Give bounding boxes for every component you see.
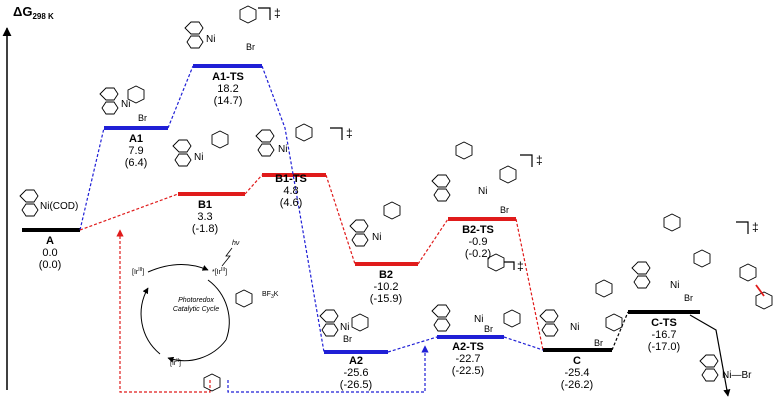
svg-text:[IrII]: [IrII] bbox=[170, 358, 181, 367]
svg-text:Ni: Ni bbox=[278, 144, 287, 155]
ts-symbols: ‡ ‡ ‡ ‡ ‡ bbox=[274, 6, 759, 273]
svg-text:(-15.9): (-15.9) bbox=[370, 293, 402, 305]
svg-text:(14.7): (14.7) bbox=[214, 95, 243, 107]
svg-text:(-22.5): (-22.5) bbox=[452, 365, 484, 377]
label-B2: B2 -10.2 (-15.9) bbox=[370, 269, 402, 305]
svg-text:A2-TS: A2-TS bbox=[452, 341, 484, 353]
svg-text:7.9: 7.9 bbox=[128, 145, 143, 157]
svg-text:Ni: Ni bbox=[194, 152, 203, 163]
svg-text:(0.0): (0.0) bbox=[39, 259, 62, 271]
svg-text:Ni: Ni bbox=[206, 34, 215, 45]
svg-text:Ni: Ni bbox=[478, 186, 487, 197]
svg-text:(4.6): (4.6) bbox=[280, 197, 303, 209]
svg-text:C: C bbox=[573, 355, 581, 367]
product-bond bbox=[755, 284, 765, 297]
svg-text:Br: Br bbox=[684, 293, 693, 303]
svg-text:(-26.2): (-26.2) bbox=[561, 379, 593, 391]
label-A2TS: A2-TS -22.7 (-22.5) bbox=[452, 341, 484, 377]
svg-text:3.3: 3.3 bbox=[197, 211, 212, 223]
label-A: A 0.0 (0.0) bbox=[39, 235, 62, 271]
svg-text:-0.9: -0.9 bbox=[469, 236, 488, 248]
svg-text:Photoredox: Photoredox bbox=[178, 297, 214, 304]
svg-text:Ni: Ni bbox=[570, 322, 579, 333]
metal-labels: Ni(COD) Ni Br Ni Br Ni Ni Ni Ni Br Ni Br… bbox=[40, 34, 752, 381]
svg-text:(-0.2): (-0.2) bbox=[465, 248, 491, 260]
svg-text:Br: Br bbox=[594, 338, 603, 348]
svg-text:A2: A2 bbox=[349, 355, 363, 367]
label-A2: A2 -25.6 (-26.5) bbox=[340, 355, 372, 391]
svg-text:Br: Br bbox=[484, 324, 493, 334]
svg-text:C-TS: C-TS bbox=[651, 317, 677, 329]
svg-text:BF3K: BF3K bbox=[262, 291, 279, 300]
svg-text:*[IrIII]: *[IrIII] bbox=[212, 267, 227, 276]
product-arrow bbox=[689, 314, 731, 397]
svg-text:-16.7: -16.7 bbox=[651, 329, 676, 341]
svg-text:(-1.8): (-1.8) bbox=[192, 223, 218, 235]
svg-text:4.8: 4.8 bbox=[283, 185, 298, 197]
svg-text:Ni(COD): Ni(COD) bbox=[40, 201, 78, 212]
label-B1: B1 3.3 (-1.8) bbox=[192, 199, 218, 235]
bipyridine-structures bbox=[19, 21, 719, 382]
connectors bbox=[79, 65, 629, 393]
y-axis-label: ΔG298 K bbox=[13, 4, 54, 21]
svg-text:A1-TS: A1-TS bbox=[212, 71, 244, 83]
svg-text:(-26.5): (-26.5) bbox=[340, 379, 372, 391]
svg-text:(6.4): (6.4) bbox=[125, 157, 148, 169]
svg-text:‡: ‡ bbox=[346, 126, 353, 140]
svg-text:-22.7: -22.7 bbox=[455, 353, 480, 365]
svg-text:B2: B2 bbox=[379, 269, 393, 281]
svg-text:0.0: 0.0 bbox=[42, 247, 57, 259]
ts-marks bbox=[258, 7, 749, 270]
svg-text:Ni: Ni bbox=[474, 314, 483, 325]
svg-text:Ni: Ni bbox=[340, 322, 349, 333]
label-CTS: C-TS -16.7 (-17.0) bbox=[648, 317, 680, 353]
svg-text:-10.2: -10.2 bbox=[373, 281, 398, 293]
label-A1TS: A1-TS 18.2 (14.7) bbox=[212, 71, 244, 107]
svg-text:‡: ‡ bbox=[536, 153, 543, 167]
svg-text:[IrIII]: [IrIII] bbox=[132, 267, 144, 276]
svg-text:A: A bbox=[46, 235, 54, 247]
svg-text:Ni—Br: Ni—Br bbox=[722, 370, 752, 381]
label-C: C -25.4 (-26.2) bbox=[561, 355, 593, 391]
svg-text:Ni: Ni bbox=[372, 232, 381, 243]
svg-text:Br: Br bbox=[343, 334, 352, 344]
photoredox-cycle: Photoredox Catalytic Cycle [IrIII] *[IrI… bbox=[132, 240, 279, 367]
svg-text:B1: B1 bbox=[198, 199, 212, 211]
svg-text:Br: Br bbox=[246, 42, 255, 52]
svg-text:Ni: Ni bbox=[670, 280, 679, 291]
svg-text:-25.6: -25.6 bbox=[343, 367, 368, 379]
phenyl-structures bbox=[127, 5, 773, 392]
svg-text:B1-TS: B1-TS bbox=[275, 173, 307, 185]
svg-text:Catalytic Cycle: Catalytic Cycle bbox=[173, 306, 219, 313]
svg-text:Br: Br bbox=[138, 113, 147, 123]
svg-text:hν: hν bbox=[232, 240, 240, 247]
svg-text:Br: Br bbox=[500, 205, 509, 215]
svg-text:‡: ‡ bbox=[274, 6, 281, 20]
svg-text:18.2: 18.2 bbox=[217, 83, 238, 95]
svg-text:Ni: Ni bbox=[121, 99, 130, 110]
svg-text:(-17.0): (-17.0) bbox=[648, 341, 680, 353]
label-B1TS: B1-TS 4.8 (4.6) bbox=[275, 173, 307, 209]
label-B2TS: B2-TS -0.9 (-0.2) bbox=[462, 224, 494, 260]
svg-text:B2-TS: B2-TS bbox=[462, 224, 494, 236]
svg-text:-25.4: -25.4 bbox=[564, 367, 589, 379]
svg-text:‡: ‡ bbox=[517, 259, 524, 273]
svg-text:‡: ‡ bbox=[752, 220, 759, 234]
label-A1: A1 7.9 (6.4) bbox=[125, 133, 148, 169]
svg-text:A1: A1 bbox=[129, 133, 143, 145]
